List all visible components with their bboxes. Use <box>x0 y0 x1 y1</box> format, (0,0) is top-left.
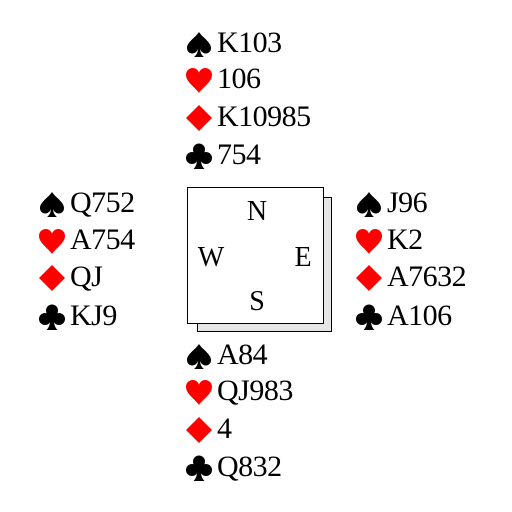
spade-icon <box>37 190 67 218</box>
west-diamonds-row: QJ <box>37 260 207 298</box>
north-clubs-row: 754 <box>184 138 354 176</box>
east-diamonds-row: A7632 <box>354 260 512 298</box>
east-clubs-cards: A106 <box>387 299 452 332</box>
east-spades-cards: J96 <box>387 186 428 219</box>
north-spades-row: K103 <box>184 26 354 64</box>
west-diamonds-cards: QJ <box>70 260 103 293</box>
east-hearts-row: K2 <box>354 223 512 261</box>
west-spades-cards: Q752 <box>70 186 135 219</box>
west-hearts-cards: A754 <box>70 223 135 256</box>
heart-icon <box>354 227 384 255</box>
heart-icon <box>184 378 214 406</box>
diamond-icon <box>184 104 214 132</box>
south-diamonds-row: 4 <box>184 412 354 450</box>
west-clubs-cards: KJ9 <box>70 299 117 332</box>
south-diamonds-cards: 4 <box>217 412 232 445</box>
north-diamonds-row: K10985 <box>184 100 354 138</box>
east-spades-row: J96 <box>354 186 512 224</box>
north-diamonds-cards: K10985 <box>217 100 311 133</box>
south-clubs-row: Q832 <box>184 450 354 488</box>
compass: N W E S <box>187 187 334 334</box>
club-icon <box>184 454 214 482</box>
south-spades-cards: A84 <box>217 338 268 371</box>
east-hearts-cards: K2 <box>387 223 423 256</box>
compass-face: N W E S <box>187 187 324 324</box>
compass-south-label: S <box>249 286 265 317</box>
north-spades-cards: K103 <box>217 26 282 59</box>
west-spades-row: Q752 <box>37 186 207 224</box>
spade-icon <box>184 30 214 58</box>
west-hearts-row: A754 <box>37 223 207 261</box>
diamond-icon <box>354 264 384 292</box>
compass-east-label: E <box>294 242 312 273</box>
north-hearts-cards: 106 <box>217 62 261 95</box>
spade-icon <box>184 342 214 370</box>
south-spades-row: A84 <box>184 338 354 376</box>
north-hearts-row: 106 <box>184 62 354 100</box>
east-clubs-row: A106 <box>354 299 512 337</box>
diamond-icon <box>37 264 67 292</box>
south-hearts-cards: QJ983 <box>217 374 293 407</box>
compass-west-label: W <box>197 242 225 273</box>
north-clubs-cards: 754 <box>217 138 261 171</box>
heart-icon <box>37 227 67 255</box>
south-hearts-row: QJ983 <box>184 374 354 412</box>
club-icon <box>37 303 67 331</box>
diamond-icon <box>184 416 214 444</box>
heart-icon <box>184 66 214 94</box>
west-clubs-row: KJ9 <box>37 299 207 337</box>
club-icon <box>184 142 214 170</box>
compass-north-label: N <box>246 196 268 227</box>
south-clubs-cards: Q832 <box>217 450 282 483</box>
spade-icon <box>354 190 384 218</box>
east-diamonds-cards: A7632 <box>387 260 467 293</box>
club-icon <box>354 303 384 331</box>
